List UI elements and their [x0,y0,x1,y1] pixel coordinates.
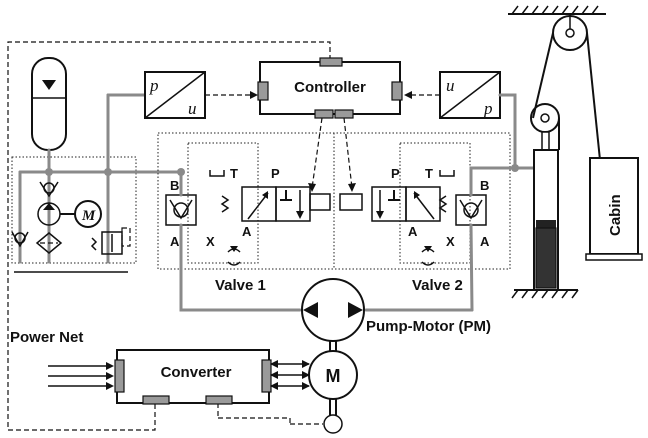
valve1-port-x: X [206,234,215,249]
power-net-label: Power Net [10,329,83,346]
valve2-port-x: X [446,234,455,249]
converter-port-right [261,359,272,393]
converter-port-bottom-2 [205,395,233,405]
controller-port-bottom-2 [334,109,354,119]
relief-valve-icon [90,227,131,255]
valve1-port-b: B [170,178,179,193]
floor-support [511,289,579,299]
converter-port-bottom-1 [142,395,170,405]
sensor-right-output-symbol: p [483,99,493,118]
valve1-port-a: A [170,234,180,249]
signal-controller-valve1 [311,117,323,189]
speed-sensor [323,414,343,434]
motor-icon: M [74,200,102,228]
pressure-sensor-right: u p [439,71,501,119]
valve-2: B A X T P A [339,142,490,266]
pipe-valve2-pump [469,223,474,312]
arrow-head [308,183,316,192]
junction-node [511,164,519,172]
cabin: Cabin [585,157,643,261]
controller-port-top [319,57,343,67]
controller-port-right [391,81,403,101]
converter-block: Converter [114,349,272,405]
valve1-port-t: T [230,166,238,181]
motor-large-label: M [326,366,341,386]
sensor-right-input-symbol: u [446,76,455,95]
junction-node [177,168,185,176]
controller-port-left [257,81,269,101]
valve2-port-p: P [391,166,400,181]
power-unit-frame [11,156,137,264]
rope [586,32,601,161]
top-pulley [552,14,588,51]
valve1-label: Valve 1 [215,277,266,294]
pump-motor [301,278,365,342]
pressure-sensor-left: p u [144,71,206,119]
electric-motor: M [308,350,358,400]
hydraulic-cylinder [533,131,559,291]
signal-controller-valve2 [343,117,353,189]
valve2-port-a: A [480,234,490,249]
filter-icon [35,232,63,254]
arrow-head [404,91,412,99]
controller-port-bottom-1 [314,109,334,119]
phase-lines [270,360,310,390]
check-valve-icon [39,181,59,198]
pipe-to-cylinder [469,166,547,197]
pump-motor-label: Pump-Motor (PM) [366,318,491,335]
controller-label: Controller [294,79,366,96]
power-net-lines [48,362,114,390]
sensor-left-output-symbol: u [188,99,197,118]
valve2-port-b: B [480,178,489,193]
valve1-port-a2: A [242,224,252,239]
accumulator [31,57,67,151]
cabin-label: Cabin [607,194,624,236]
check-valve-icon [11,231,29,248]
pipe-to-sensor-right [498,93,517,170]
arrow-head [348,183,356,192]
rope [532,32,554,119]
controller-block: Controller [257,57,403,119]
pipe-valve1-pump [179,223,302,312]
junction-node [45,168,53,176]
arrow-head [250,91,258,99]
ceiling-support [508,5,606,15]
valve1-port-p: P [271,166,280,181]
lower-pulley [530,103,560,133]
converter-port-left [114,359,125,393]
valve2-port-t: T [425,166,433,181]
valve-1: B A X T P A [165,142,331,266]
valve2-label: Valve 2 [412,277,463,294]
junction-node [104,168,112,176]
converter-label: Converter [161,364,232,381]
motor-small-label: M [81,208,96,224]
valve2-port-a2: A [408,224,418,239]
sensor-left-input-symbol: p [149,76,159,95]
